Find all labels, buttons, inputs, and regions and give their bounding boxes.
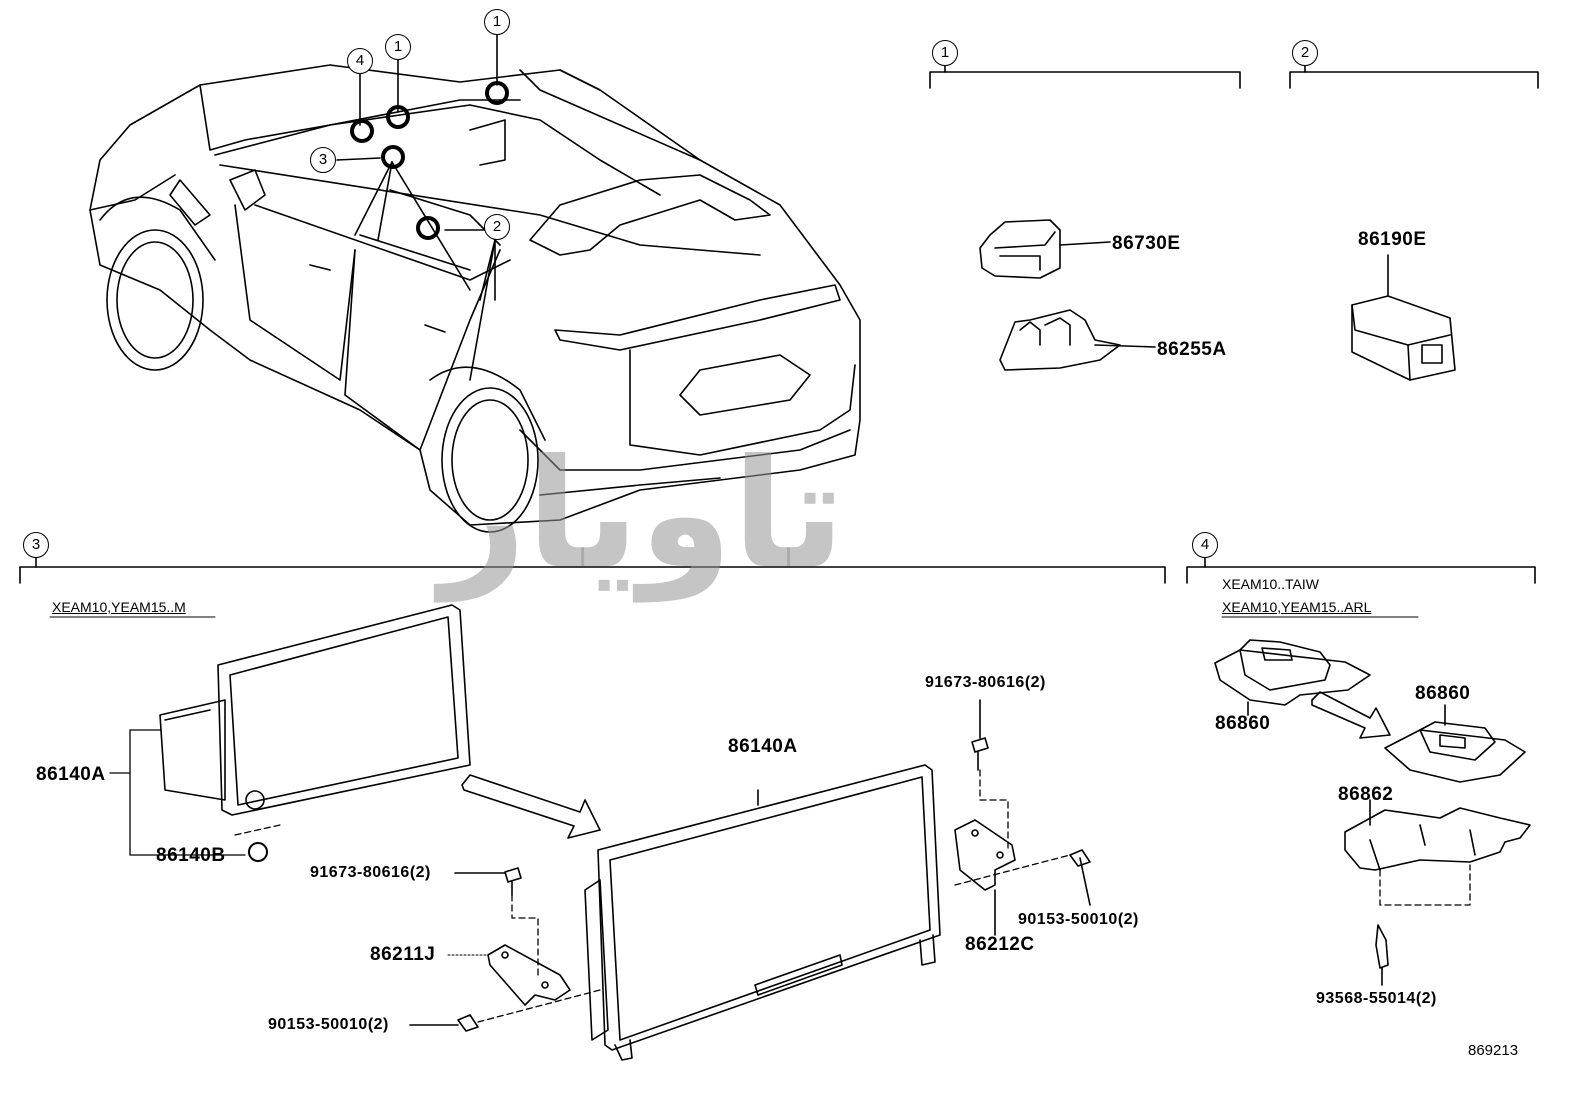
part-86190e-label: 86190E xyxy=(1358,229,1427,250)
part-93568-label: 93568-55014(2) xyxy=(1316,990,1437,1007)
arrow-old-to-new xyxy=(1311,691,1391,739)
bracket-86211j xyxy=(487,944,571,1006)
part-86860-new-label: 86860 xyxy=(1415,683,1471,704)
callout-car-3: 3 xyxy=(310,147,336,173)
part-86862-label: 86862 xyxy=(1338,784,1394,805)
part-86255a-label: 86255A xyxy=(1157,339,1227,360)
section3-bracket xyxy=(19,566,1166,584)
bracket-86212c xyxy=(954,819,1016,936)
bezel-86255a xyxy=(999,309,1156,371)
section4-condition-2: XEAM10,YEAM15..ARL xyxy=(1222,599,1372,615)
callout-car-2: 2 xyxy=(484,214,510,240)
arrow-left-to-right xyxy=(461,774,601,839)
vehicle-illustration xyxy=(89,33,861,533)
section-marker-4: 4 xyxy=(1192,532,1218,558)
screw-93568 xyxy=(1375,924,1389,986)
usb-port-86190e xyxy=(1351,254,1456,381)
bracket-86862 xyxy=(1344,799,1531,871)
part-91673-right-label: 91673-80616(2) xyxy=(925,674,1046,691)
part-86140b-label: 86140B xyxy=(156,845,226,866)
screw-90153-right xyxy=(1069,849,1091,906)
display-assembly-left xyxy=(159,604,471,816)
bolt-91673-right xyxy=(971,699,989,771)
part-86730e-label: 86730E xyxy=(1112,233,1181,254)
callout-car-4: 4 xyxy=(347,48,373,74)
part-86140a-left-label: 86140A xyxy=(36,764,106,785)
section-marker-2: 2 xyxy=(1292,40,1318,66)
screw-90153-left xyxy=(409,1014,479,1032)
section4-bracket xyxy=(1186,566,1536,584)
module-86860-old xyxy=(1214,639,1371,716)
section3-condition: XEAM10,YEAM15..M xyxy=(52,599,186,615)
part-90153-left-label: 90153-50010(2) xyxy=(268,1016,389,1033)
part-86140a-main-label: 86140A xyxy=(728,736,798,757)
section1-bracket xyxy=(929,71,1241,89)
part-86211j-label: 86211J xyxy=(370,944,436,965)
part-91673-left-label: 91673-80616(2) xyxy=(310,864,431,881)
callout-car-1b: 1 xyxy=(385,34,411,60)
display-main-86140a xyxy=(584,764,941,1061)
section-marker-3: 3 xyxy=(23,532,49,558)
bolt-91673-left xyxy=(454,867,522,896)
section4-condition-1: XEAM10..TAIW xyxy=(1222,576,1319,592)
watermark-text: تاویار xyxy=(440,428,845,602)
callout-car-1a: 1 xyxy=(484,9,510,35)
part-90153-right-label: 90153-50010(2) xyxy=(1018,911,1139,928)
section2-bracket xyxy=(1289,71,1539,89)
part-86212c-label: 86212C xyxy=(965,934,1035,955)
switch-86730e xyxy=(979,219,1111,279)
diagram-reference-number: 869213 xyxy=(1468,1042,1519,1059)
position-markers xyxy=(350,81,509,240)
section-marker-1: 1 xyxy=(932,40,958,66)
part-86860-old-label: 86860 xyxy=(1215,713,1271,734)
module-86860-new xyxy=(1384,704,1526,783)
